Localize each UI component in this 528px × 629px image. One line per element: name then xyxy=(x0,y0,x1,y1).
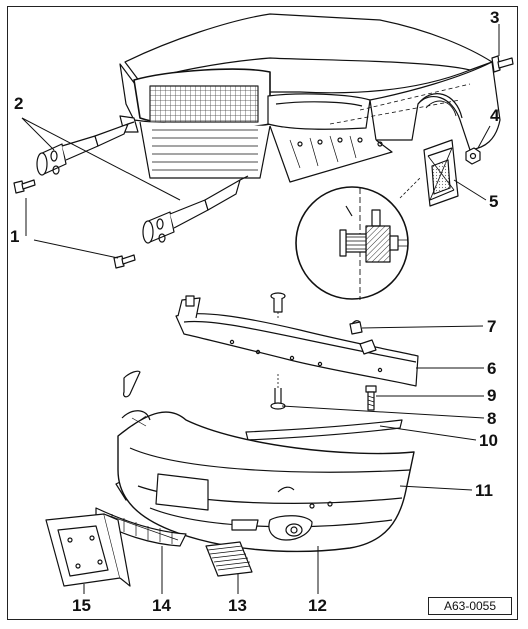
callout-2: 2 xyxy=(14,94,24,113)
callout-1: 1 xyxy=(10,227,20,246)
grille-insert-part-13 xyxy=(205,541,253,577)
detail-magnifier xyxy=(295,186,409,300)
callout-9: 9 xyxy=(487,386,497,405)
impact-absorber-lower xyxy=(142,175,249,244)
callout-10: 10 xyxy=(479,431,498,450)
nut-part-4 xyxy=(465,147,481,165)
callout-4: 4 xyxy=(490,106,500,125)
bumper-carrier-part-6 xyxy=(175,295,419,387)
bolt-part-1-upper xyxy=(13,179,36,194)
side-trim-left-upper xyxy=(123,370,141,398)
screw-part-3 xyxy=(491,55,514,73)
trim-strip-part-10 xyxy=(245,419,403,441)
expanding-rivet-part-8 xyxy=(270,374,286,410)
callout-8: 8 xyxy=(487,409,497,428)
callout-6: 6 xyxy=(487,359,497,378)
clip-part-7 xyxy=(349,320,363,335)
diagram-frame xyxy=(7,6,518,620)
callout-13: 13 xyxy=(228,596,247,615)
callout-11: 11 xyxy=(475,481,493,500)
bracket-part-5 xyxy=(423,139,459,207)
callout-15: 15 xyxy=(72,596,91,615)
callout-5: 5 xyxy=(489,192,499,211)
callout-7: 7 xyxy=(487,317,497,336)
callout-3: 3 xyxy=(490,8,500,27)
car-front-body xyxy=(119,13,501,183)
bolt-part-1-lower xyxy=(113,254,136,269)
leader-lines xyxy=(21,24,500,594)
impact-absorber-upper xyxy=(36,121,135,176)
callout-12: 12 xyxy=(308,596,327,615)
expanding-rivet-top xyxy=(270,292,286,318)
callout-14: 14 xyxy=(152,596,171,615)
figure-reference-code: A63-0055 xyxy=(428,597,512,615)
license-bracket-part-15 xyxy=(45,513,131,587)
bumper-cover-part-12 xyxy=(117,410,415,553)
screw-part-9 xyxy=(365,385,377,411)
